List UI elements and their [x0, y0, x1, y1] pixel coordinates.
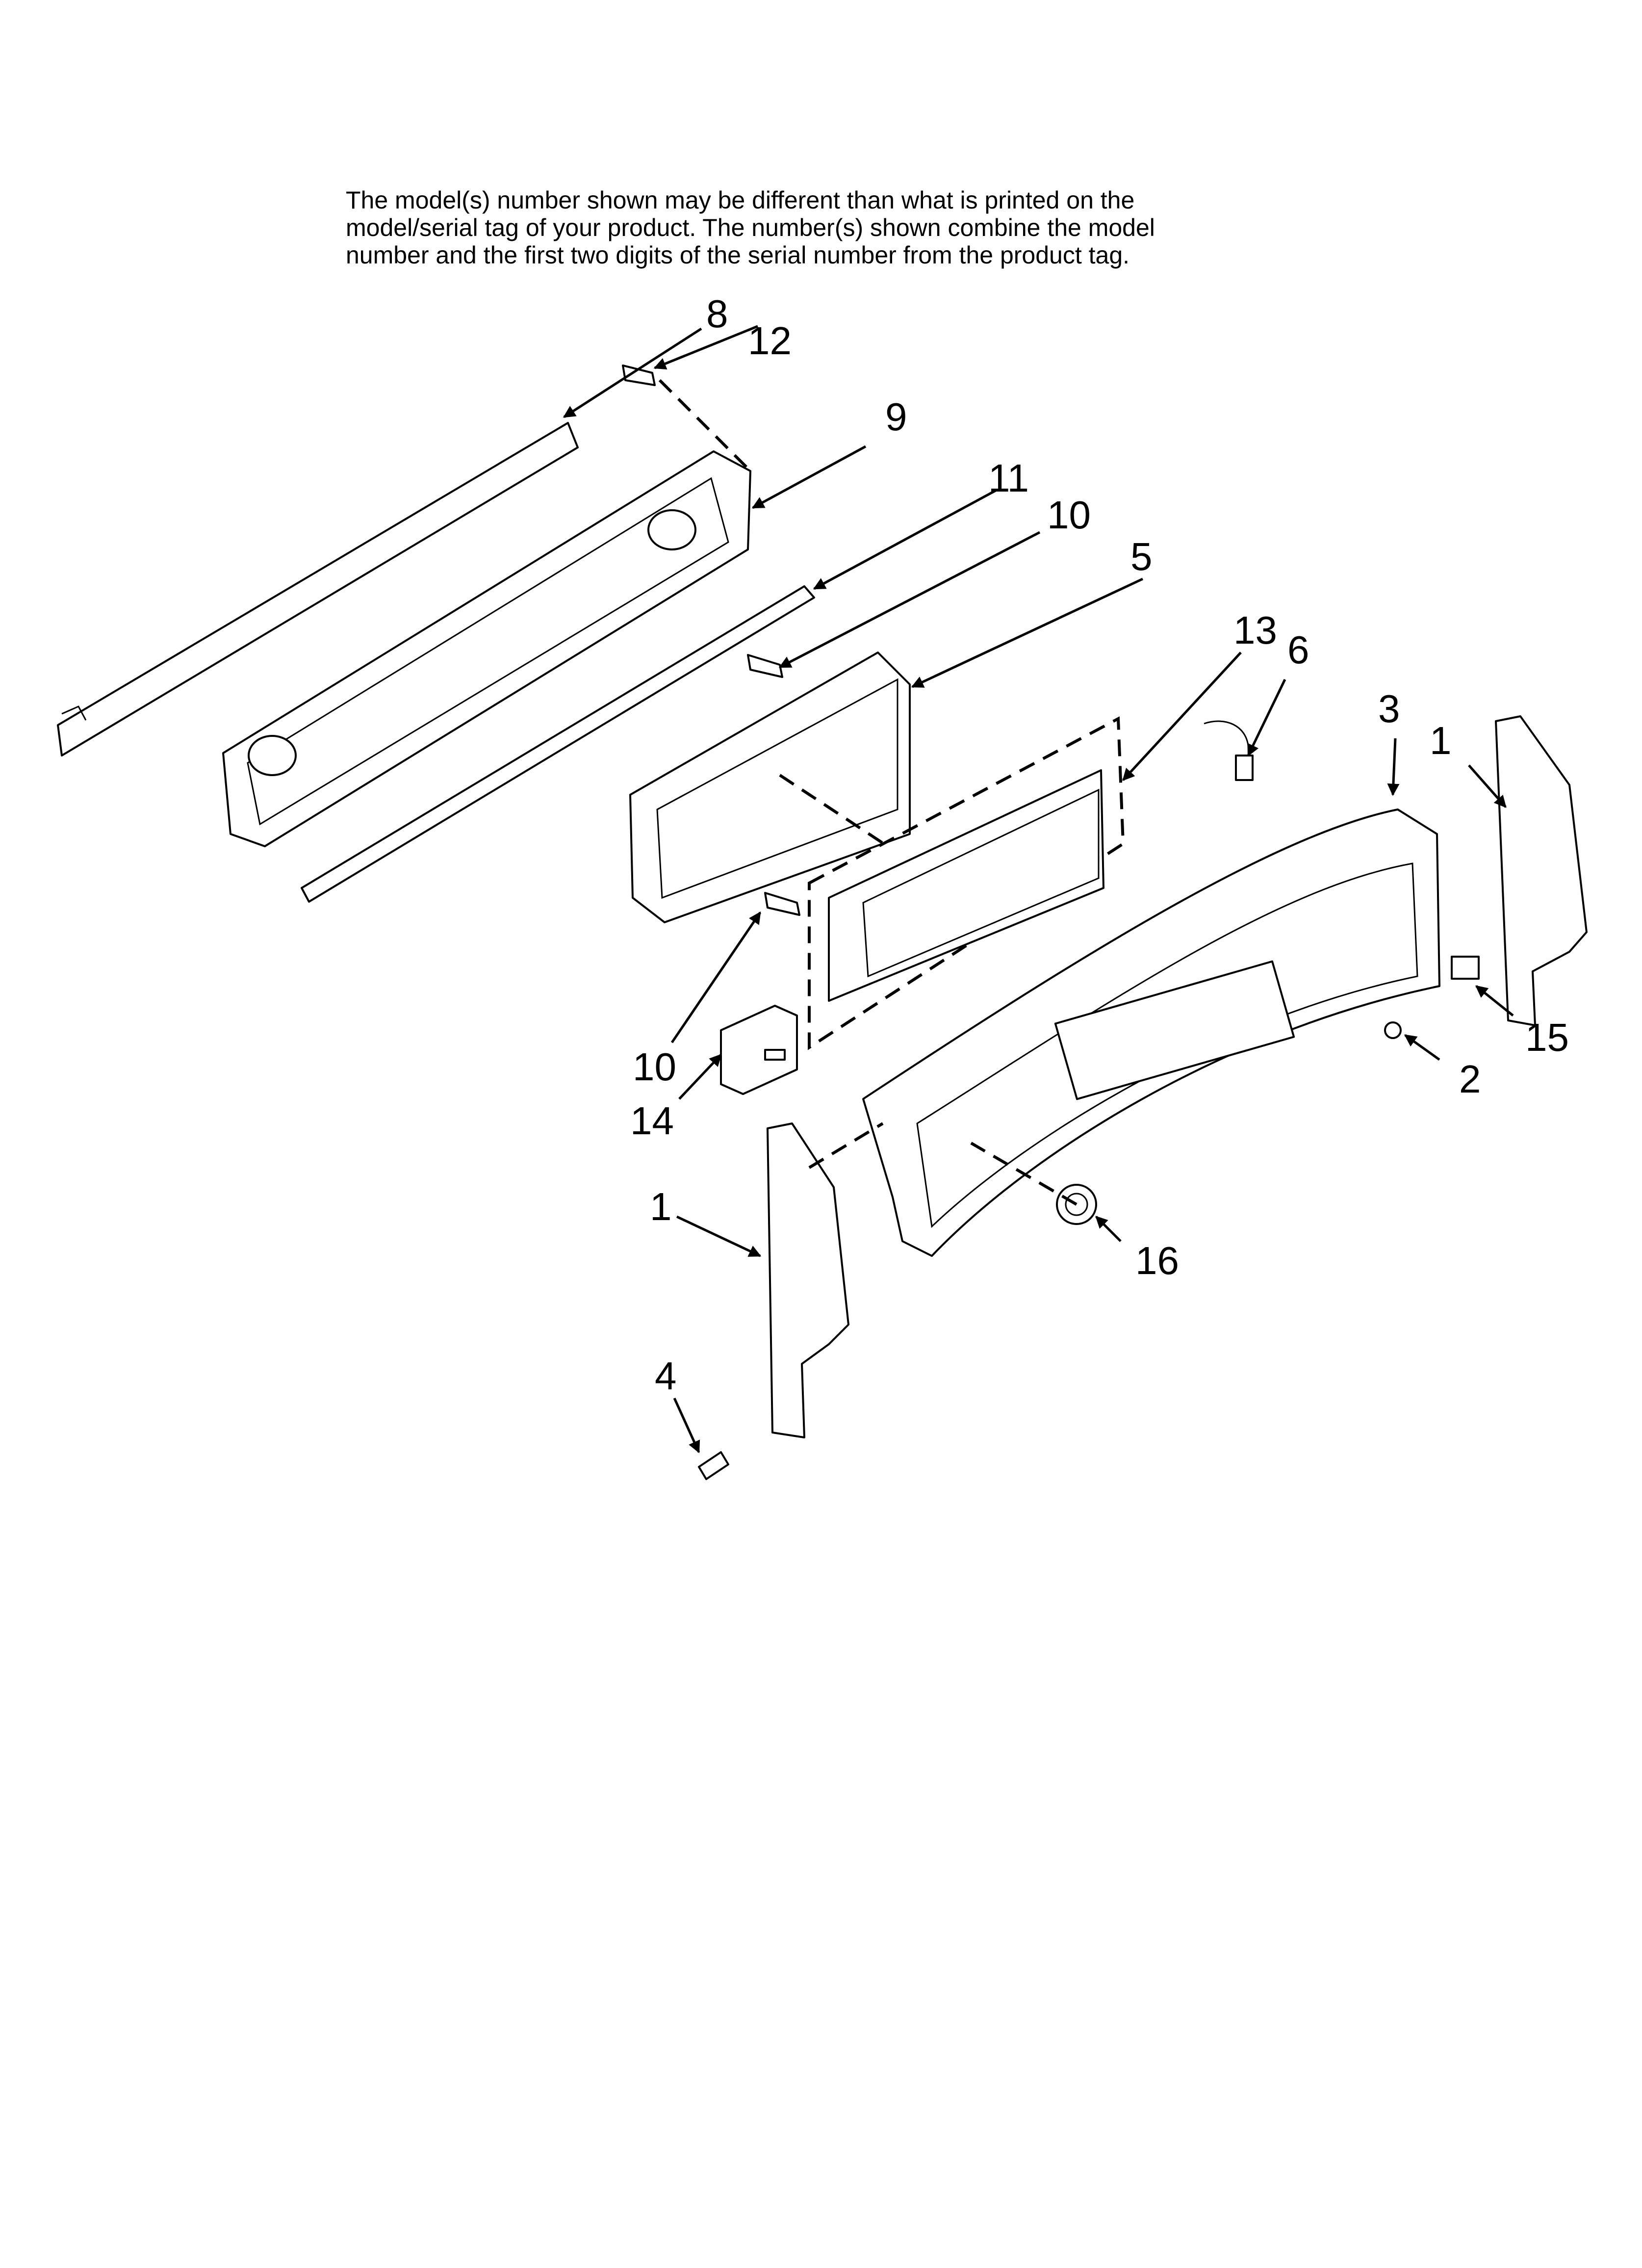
- callout-15: 15: [1525, 1016, 1569, 1059]
- part-3-console: [862, 808, 1440, 1257]
- part-5-control-box: [629, 652, 911, 923]
- callout-6: 6: [1287, 628, 1309, 672]
- part-10-upper-screw: [747, 654, 783, 678]
- part-1-right-end-cap: [1495, 715, 1588, 1026]
- callout-14: 14: [630, 1099, 674, 1143]
- callout-5: 5: [1130, 535, 1153, 578]
- part-11-shield-strip: [301, 585, 815, 903]
- notice-line-2: model/serial tag of your product. The nu…: [346, 214, 1155, 241]
- callout-3: 3: [1378, 687, 1400, 730]
- callout-13: 13: [1233, 608, 1277, 652]
- notice-line-1: The model(s) number shown may be differe…: [346, 186, 1135, 214]
- part-1-left-end-cap: [767, 1122, 849, 1438]
- part-9-right-port: [647, 509, 696, 550]
- part-8-rear-cover: [57, 422, 579, 756]
- callout-9: 9: [885, 395, 907, 439]
- callout-1-right: 1: [1430, 719, 1452, 762]
- part-10-lower-screw: [764, 892, 800, 916]
- part-9-rear-housing: [222, 450, 751, 847]
- callout-4: 4: [655, 1354, 677, 1398]
- part-14-switch: [720, 1005, 798, 1095]
- callout-10-lower: 10: [633, 1045, 676, 1089]
- callout-11: 11: [988, 456, 1029, 500]
- callout-10-upper: 10: [1047, 493, 1091, 537]
- notice-line-3: number and the first two digits of the s…: [346, 241, 1130, 269]
- part-12-screw: [622, 365, 656, 386]
- callout-16: 16: [1135, 1239, 1179, 1282]
- part-9-left-port: [248, 735, 297, 776]
- part-13-control-board: [808, 716, 1125, 1050]
- part-15-small-switch: [1451, 956, 1480, 980]
- part-6-wire-harness: [1204, 720, 1254, 781]
- callout-2: 2: [1459, 1057, 1481, 1101]
- model-number-notice: The model(s) number shown may be differe…: [346, 186, 1376, 269]
- callout-8: 8: [706, 292, 728, 336]
- callout-1-left: 1: [650, 1185, 672, 1228]
- callout-12: 12: [748, 319, 792, 363]
- part-4-screw: [698, 1451, 729, 1480]
- part-2-screw: [1384, 1021, 1402, 1039]
